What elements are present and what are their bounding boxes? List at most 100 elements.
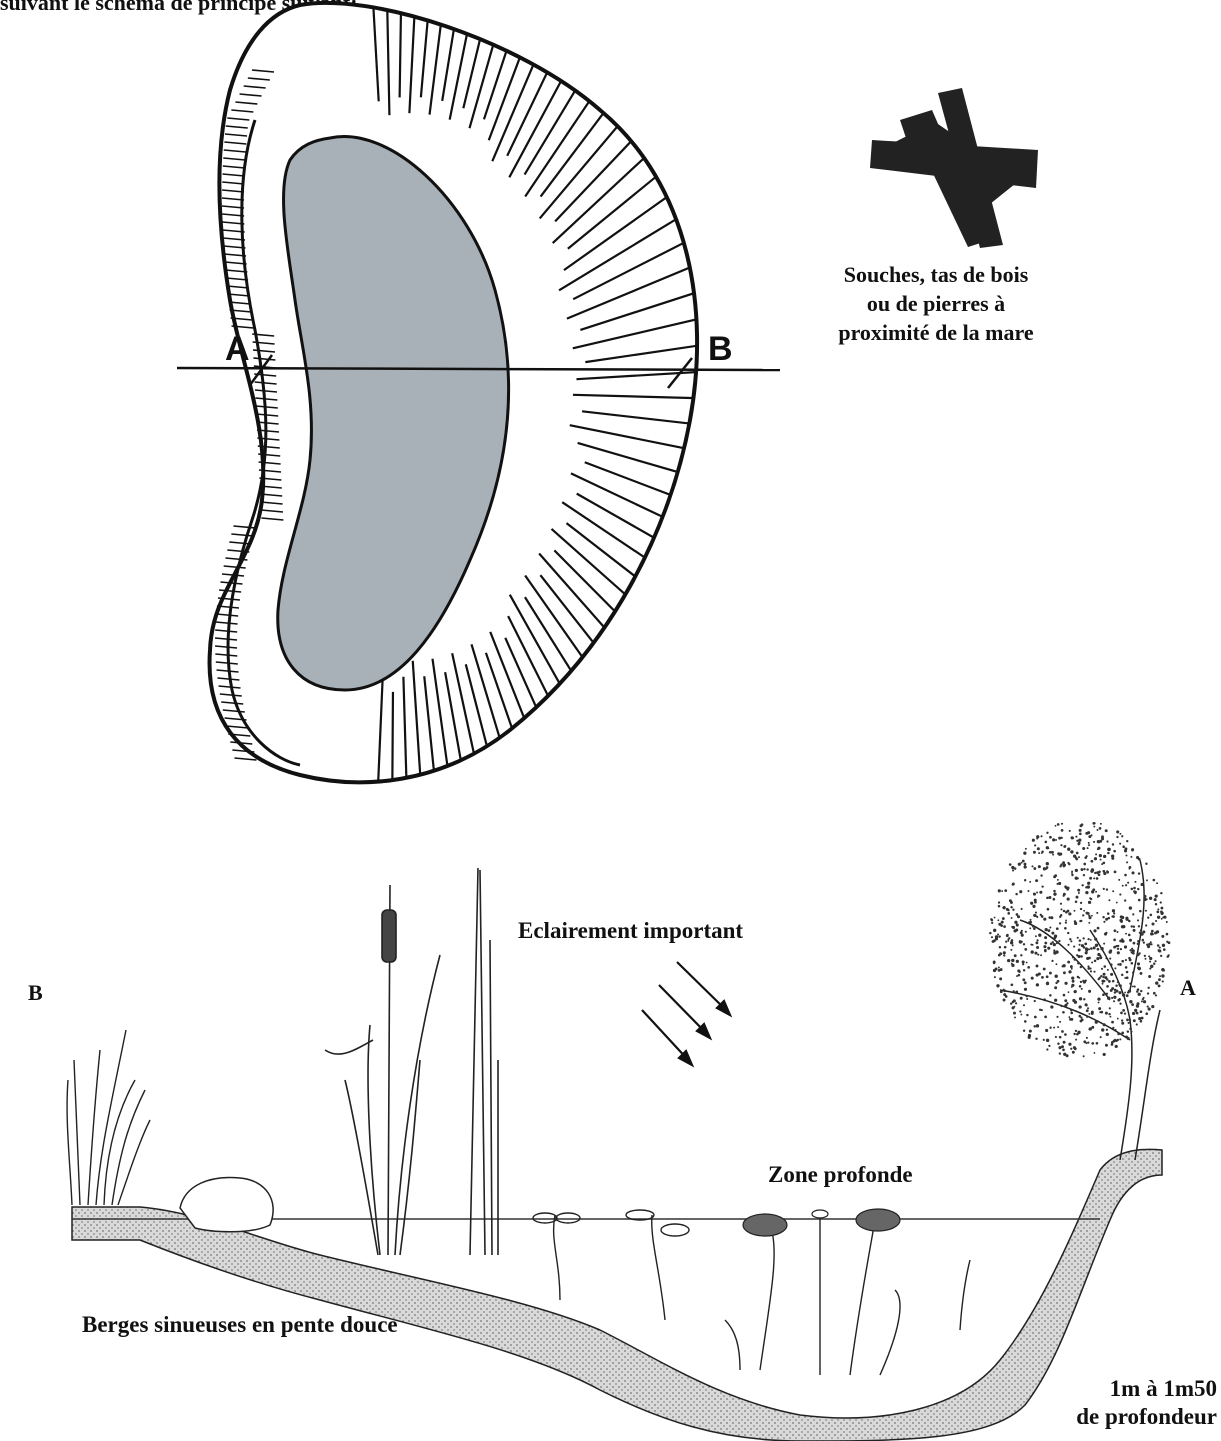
foliage-dot (1113, 1000, 1115, 1002)
foliage-dot (1115, 1045, 1118, 1048)
foliage-dot (1122, 845, 1125, 848)
foliage-dot (1151, 1005, 1154, 1008)
bank-hatch (234, 758, 256, 760)
foliage-dot (1149, 961, 1151, 963)
foliage-dot (1129, 949, 1131, 951)
foliage-dot (1118, 879, 1120, 881)
foliage-dot (1074, 920, 1077, 923)
foliage-dot (1059, 1021, 1061, 1023)
foliage-dot (1053, 898, 1056, 901)
foliage-dot (1041, 885, 1043, 887)
foliage-dot (1133, 926, 1135, 928)
foliage-dot (1063, 893, 1066, 896)
foliage-dot (1149, 968, 1151, 970)
foliage-dot (1044, 942, 1047, 945)
foliage-dot (1148, 1007, 1151, 1010)
foliage-dot (1146, 879, 1148, 881)
foliage-dot (1024, 879, 1026, 881)
foliage-dot (1115, 985, 1117, 987)
foliage-dot (1027, 890, 1029, 892)
foliage-dot (1012, 869, 1014, 871)
foliage-dot (1029, 921, 1032, 924)
foliage-dot (1109, 1007, 1111, 1009)
foliage-dot (1078, 839, 1081, 842)
foliage-dot (1057, 823, 1060, 826)
foliage-dot (1076, 896, 1079, 899)
foliage-dot (1119, 984, 1122, 987)
foliage-dot (1086, 957, 1089, 960)
foliage-dot (1129, 959, 1132, 962)
foliage-dot (1077, 937, 1079, 939)
foliage-dot (1111, 854, 1114, 857)
foliage-dot (1074, 990, 1077, 993)
foliage-dot (1096, 1042, 1099, 1045)
foliage-dot (1049, 972, 1052, 975)
foliage-dot (1012, 1006, 1015, 1009)
foliage-dot (1051, 960, 1053, 962)
depth-label: 1m à 1m50 de profondeur (1042, 1375, 1217, 1431)
foliage-dot (1114, 967, 1116, 969)
foliage-dot (1093, 929, 1096, 932)
foliage-dot (1087, 1041, 1089, 1043)
foliage-dot (1039, 891, 1042, 894)
foliage-dot (1007, 912, 1010, 915)
foliage-dot (1015, 928, 1018, 931)
foliage-dot (1103, 1023, 1106, 1026)
foliage-dot (1129, 906, 1132, 909)
foliage-dot (1010, 901, 1013, 904)
foliage-dot (1008, 937, 1010, 939)
foliage-dot (1140, 972, 1143, 975)
foliage-dot (1094, 857, 1097, 860)
foliage-dot (1046, 897, 1049, 900)
foliage-dot (1091, 961, 1093, 963)
foliage-dot (1142, 930, 1145, 933)
foliage-dot (994, 976, 996, 978)
foliage-dot (1129, 1019, 1131, 1021)
foliage-dot (990, 918, 992, 920)
foliage-dot (1082, 847, 1085, 850)
foliage-dot (1134, 881, 1136, 883)
foliage-dot (1103, 855, 1106, 858)
foliage-dot (1021, 930, 1023, 932)
foliage-dot (1067, 961, 1070, 964)
foliage-dot (1166, 921, 1168, 923)
foliage-dot (1080, 920, 1082, 922)
foliage-dot (1126, 840, 1128, 842)
foliage-dot (1013, 999, 1016, 1002)
foliage-dot (1119, 1003, 1121, 1005)
foliage-dot (1046, 982, 1049, 985)
foliage-dot (1048, 929, 1051, 932)
foliage-dot (1088, 922, 1090, 924)
foliage-dot (993, 929, 996, 932)
foliage-dot (1061, 823, 1063, 825)
foliage-dot (1064, 927, 1067, 930)
foliage-dot (1163, 969, 1165, 971)
foliage-dot (1059, 922, 1061, 924)
foliage-dot (1097, 848, 1099, 850)
foliage-dot (1138, 993, 1141, 996)
foliage-dot (1112, 1027, 1114, 1029)
foliage-dot (1160, 892, 1162, 894)
foliage-dot (1141, 1000, 1143, 1002)
foliage-dot (1068, 1016, 1070, 1018)
foliage-dot (1047, 908, 1050, 911)
foliage-dot (1087, 847, 1089, 849)
foliage-dot (1153, 963, 1155, 965)
foliage-dot (1063, 864, 1066, 867)
foliage-dot (1155, 920, 1157, 922)
foliage-dot (1119, 843, 1121, 845)
foliage-dot (1150, 914, 1153, 917)
foliage-dot (1024, 981, 1027, 984)
foliage-dot (1016, 975, 1018, 977)
foliage-dot (1097, 997, 1100, 1000)
foliage-dot (1147, 916, 1149, 918)
foliage-dot (1134, 985, 1136, 987)
foliage-dot (1115, 1039, 1118, 1042)
foliage-dot (1014, 954, 1017, 957)
foliage-dot (1055, 950, 1058, 953)
foliage-dot (1033, 893, 1035, 895)
foliage-dot (1167, 955, 1169, 957)
foliage-dot (999, 977, 1002, 980)
foliage-dot (1105, 1012, 1108, 1015)
foliage-dot (1084, 942, 1087, 945)
